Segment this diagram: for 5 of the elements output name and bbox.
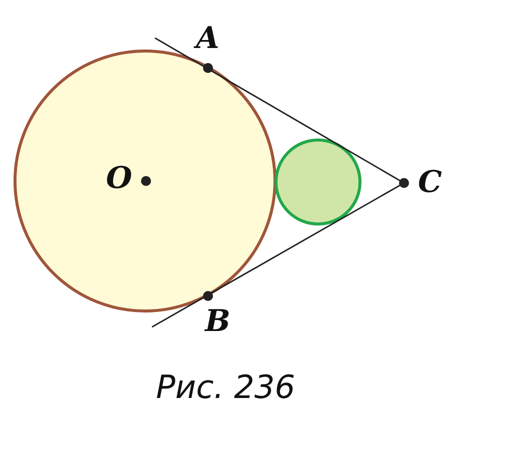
figure-caption: Рис. 236 <box>156 371 296 403</box>
point-label: O <box>106 164 132 194</box>
point-label: B <box>205 307 230 337</box>
point-label: C <box>418 168 442 198</box>
point-label: A <box>196 24 220 54</box>
